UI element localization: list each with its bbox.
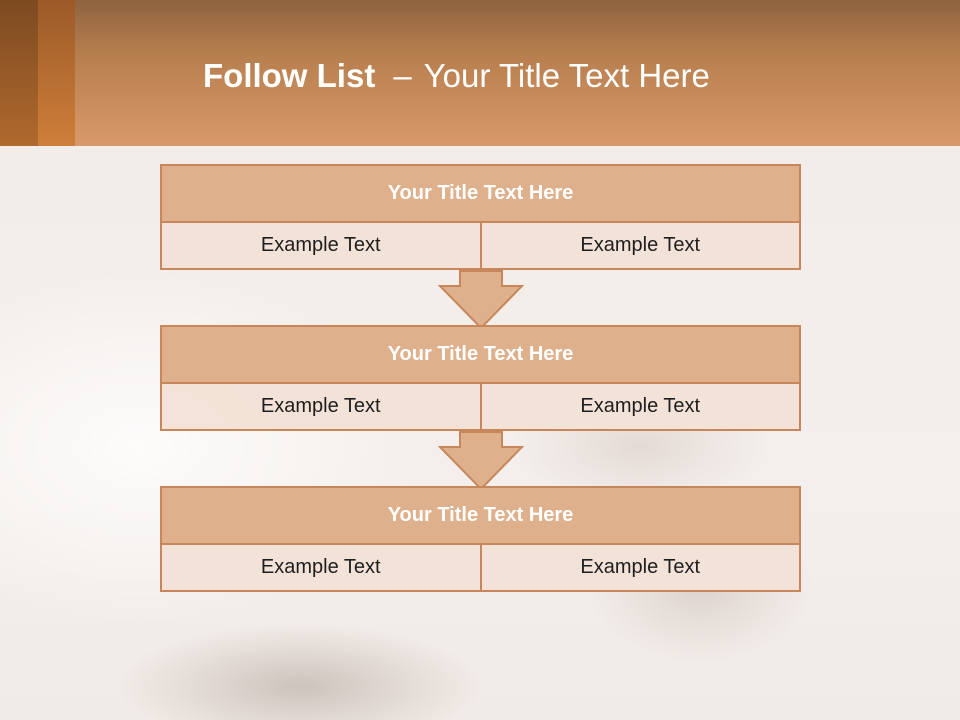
down-arrow-icon: [438, 431, 524, 491]
step-row: Example Text Example Text: [162, 223, 799, 268]
step-title: Your Title Text Here: [162, 327, 799, 384]
step-row: Example Text Example Text: [162, 545, 799, 590]
down-arrow-icon: [438, 270, 524, 330]
step-box-1: Your Title Text Here Example Text Exampl…: [160, 164, 801, 270]
accent-stripe-dark: [0, 0, 38, 146]
step-box-3: Your Title Text Here Example Text Exampl…: [160, 486, 801, 592]
slide-title-rest: Your Title Text Here: [423, 57, 710, 94]
step-cell-right: Example Text: [479, 545, 799, 590]
step-title: Your Title Text Here: [162, 488, 799, 545]
step-title: Your Title Text Here: [162, 166, 799, 223]
slide-title: Follow List–Your Title Text Here: [203, 54, 710, 100]
accent-stripe-light: [38, 0, 75, 146]
step-cell-right: Example Text: [479, 223, 799, 268]
step-cell-right: Example Text: [479, 384, 799, 429]
slide-title-dash: –: [393, 57, 412, 94]
step-row: Example Text Example Text: [162, 384, 799, 429]
slide-title-bold: Follow List: [203, 57, 376, 94]
title-bar: Follow List–Your Title Text Here: [0, 0, 960, 146]
step-cell-left: Example Text: [162, 384, 480, 429]
step-cell-left: Example Text: [162, 545, 480, 590]
step-cell-left: Example Text: [162, 223, 480, 268]
step-box-2: Your Title Text Here Example Text Exampl…: [160, 325, 801, 431]
